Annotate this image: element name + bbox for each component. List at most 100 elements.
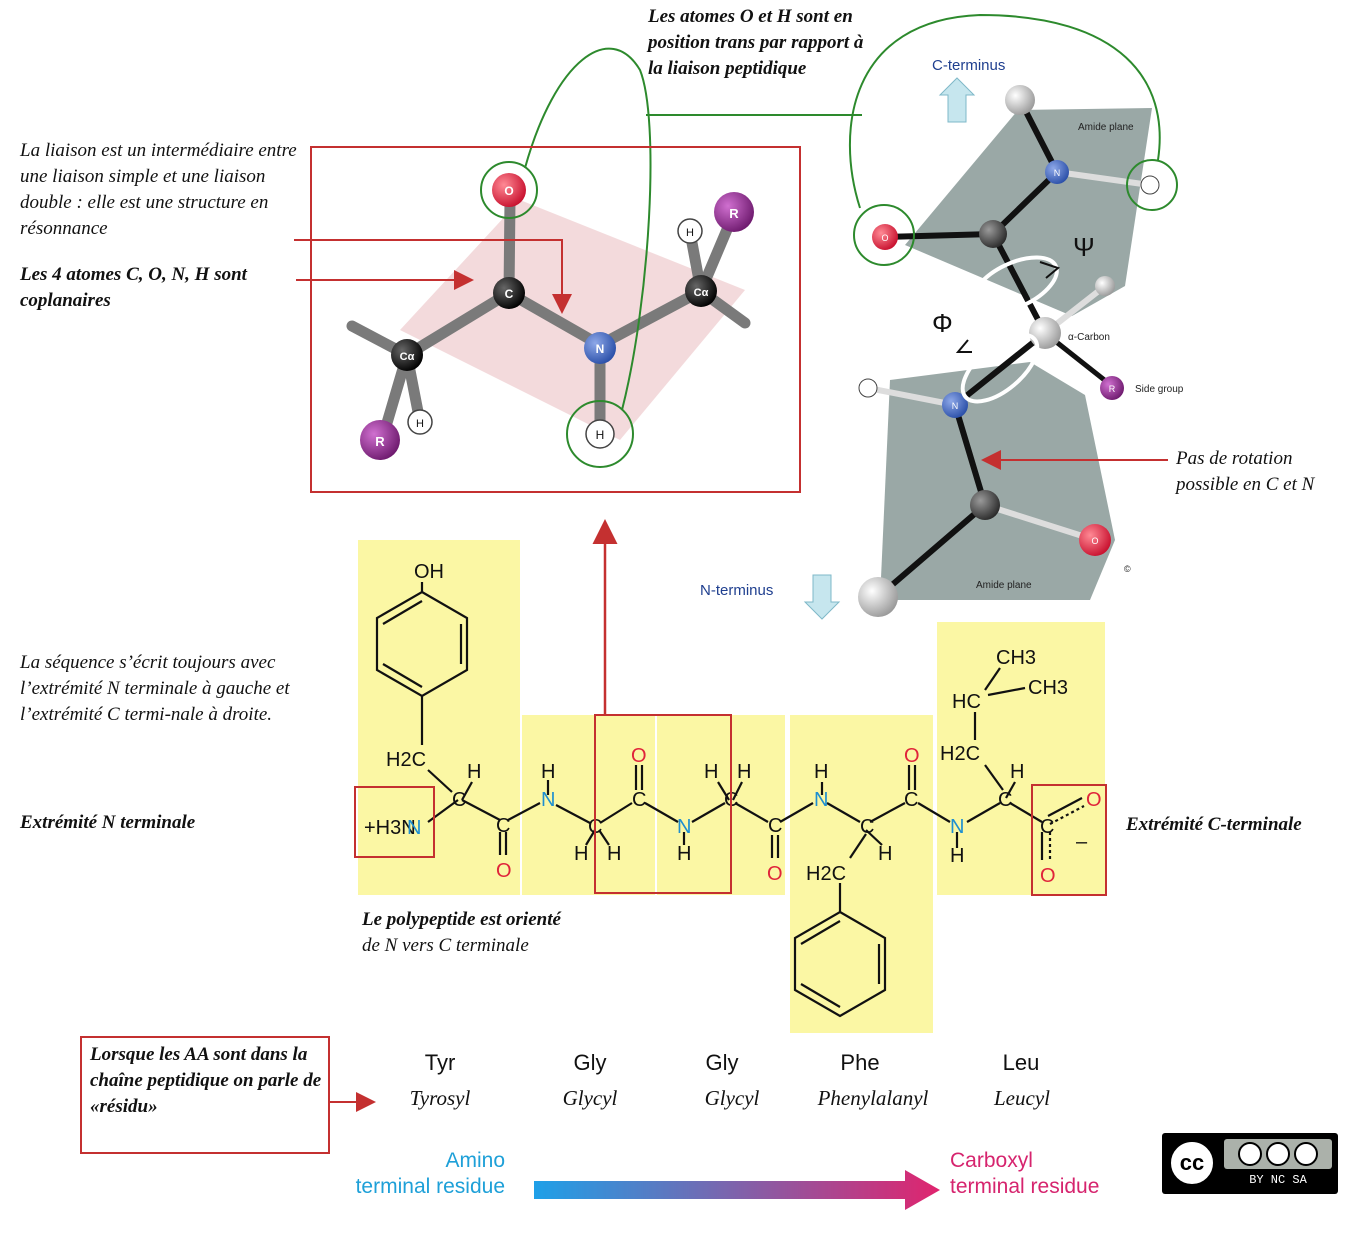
diagram-shape xyxy=(598,829,610,846)
diagram-shape xyxy=(882,231,996,240)
structure-label: C xyxy=(768,815,782,837)
atom-ca-left xyxy=(391,339,423,371)
diagram-shape xyxy=(461,799,501,821)
structure-label: N xyxy=(814,789,828,811)
structure-label: N xyxy=(596,342,605,356)
highlight-o-model xyxy=(853,204,915,266)
structure-label: H2C xyxy=(940,743,980,765)
residue-abbr: Tyr xyxy=(424,1050,456,1075)
atom-h-left xyxy=(407,409,433,435)
residue-name: Phenylalanyl xyxy=(817,1086,929,1110)
structure-label: H xyxy=(686,227,694,239)
diagram-shape xyxy=(358,540,520,895)
amino-terminal-box xyxy=(354,786,435,858)
trans-annotation: Les atomes O et H sont en position trans… xyxy=(648,6,864,79)
diagram-shape xyxy=(594,285,707,351)
diagram-shape xyxy=(599,802,633,824)
cc-license-badge[interactable]: cc BY NC SA xyxy=(1162,1133,1338,1194)
psi-rotation-ring xyxy=(971,255,1059,315)
sequence-annotation: La séquence s’écrit toujours avec l’extr… xyxy=(20,652,290,725)
peptide-plane xyxy=(400,200,745,440)
model-atom-h-lower xyxy=(858,378,878,398)
structure-label: Φ xyxy=(932,308,953,338)
diagram-shape xyxy=(952,330,1048,408)
atom-c xyxy=(493,277,525,309)
atom-h-amide xyxy=(585,419,615,449)
structure-label: CH3 xyxy=(996,647,1036,669)
structure-label: N xyxy=(407,817,421,839)
diagram-shape xyxy=(869,802,906,823)
structure-label: H xyxy=(677,843,691,865)
direction-arrow xyxy=(534,1170,940,1210)
structure-label: O xyxy=(496,860,512,882)
atom-r-right xyxy=(714,192,754,232)
structure-label: H xyxy=(704,761,718,783)
diagram-shape xyxy=(1009,802,1043,823)
atom-h-right xyxy=(677,218,703,244)
diagram-shape xyxy=(507,802,541,821)
structure-label: H xyxy=(878,843,892,865)
peptide-bond-frame xyxy=(310,146,801,493)
diagram-shape xyxy=(585,829,596,846)
diagram-shape xyxy=(990,169,1060,237)
model-atom-side xyxy=(1100,376,1124,400)
structure-labels: OH H2C H +H3N N C C O H N C H H C O N H … xyxy=(364,561,1102,887)
diagram-shape xyxy=(800,983,841,1008)
diagram-shape xyxy=(1005,781,1016,799)
structure-label: H2C xyxy=(386,749,426,771)
residue-abbr: Gly xyxy=(705,1050,739,1075)
residue-abbr: Leu xyxy=(1002,1050,1040,1075)
structure-label: H xyxy=(950,845,964,867)
structure-label: H xyxy=(607,843,621,865)
diagram-shape xyxy=(401,287,515,361)
structure-label: +H3N xyxy=(364,817,416,839)
model-atom-c-lower xyxy=(970,490,1000,520)
model-atom-o-lower xyxy=(1079,524,1111,556)
amide-plane-lower xyxy=(880,362,1115,600)
structure-label: O xyxy=(631,745,647,767)
diagram-shape xyxy=(875,502,988,600)
diagram-shape xyxy=(793,910,887,1018)
structure-label: H2C xyxy=(806,863,846,885)
structure-label: H xyxy=(467,761,481,783)
diagram-shape xyxy=(990,231,1048,336)
amide-plane-model: O N N O R Ψ Φ Amide plane Amide plane α-… xyxy=(700,57,1184,620)
structure-label: C xyxy=(860,816,874,838)
structure-label: O xyxy=(1040,865,1056,887)
structure-label: Cα xyxy=(400,351,415,363)
model-atom-h-alpha xyxy=(1095,276,1115,296)
structure-label: C xyxy=(496,815,510,837)
structure-label: C-terminus xyxy=(932,57,1005,74)
carboxyl-terminal-box xyxy=(1031,784,1107,896)
highlight-h xyxy=(566,400,634,468)
structure-label: C xyxy=(505,287,514,301)
diagram-shape xyxy=(1039,261,1061,279)
carboxyl-terminal-label: Carboxyl terminal residue xyxy=(950,1149,1100,1198)
diagram-shape xyxy=(691,802,726,823)
diagram-shape xyxy=(382,663,423,688)
model-atom-bottom xyxy=(858,577,898,617)
structure-label: R xyxy=(1109,384,1116,394)
diagram-shape xyxy=(952,402,988,508)
cc-logo: cc xyxy=(1168,1139,1216,1187)
amide-plane-upper xyxy=(905,108,1152,316)
diagram-shape xyxy=(849,833,867,859)
model-atom-h-upper xyxy=(1140,175,1160,195)
peptide-bond-box xyxy=(594,714,732,894)
model-atom-n-upper xyxy=(1045,160,1069,184)
highlight-o xyxy=(480,161,538,219)
model-atom-alpha xyxy=(1029,317,1061,349)
sa-icon xyxy=(1294,1142,1319,1166)
structure-label: Ψ xyxy=(1073,232,1095,262)
diagram-shape xyxy=(984,667,1001,691)
diagram-shape xyxy=(555,804,591,824)
highlight-h-model xyxy=(1126,159,1178,211)
diagram-shape xyxy=(966,802,1001,823)
trans-connector-right xyxy=(849,13,1161,209)
n-end-label: Extrémité N terminale xyxy=(20,812,196,833)
structure-label: Side group xyxy=(1135,384,1184,395)
diagram-shape xyxy=(644,802,679,823)
structure-label: Amide plane xyxy=(976,580,1032,591)
coplanar-annotation: Les 4 atomes C, O, N, H sont coplanaires xyxy=(20,264,247,311)
structure-label: H xyxy=(1010,761,1024,783)
